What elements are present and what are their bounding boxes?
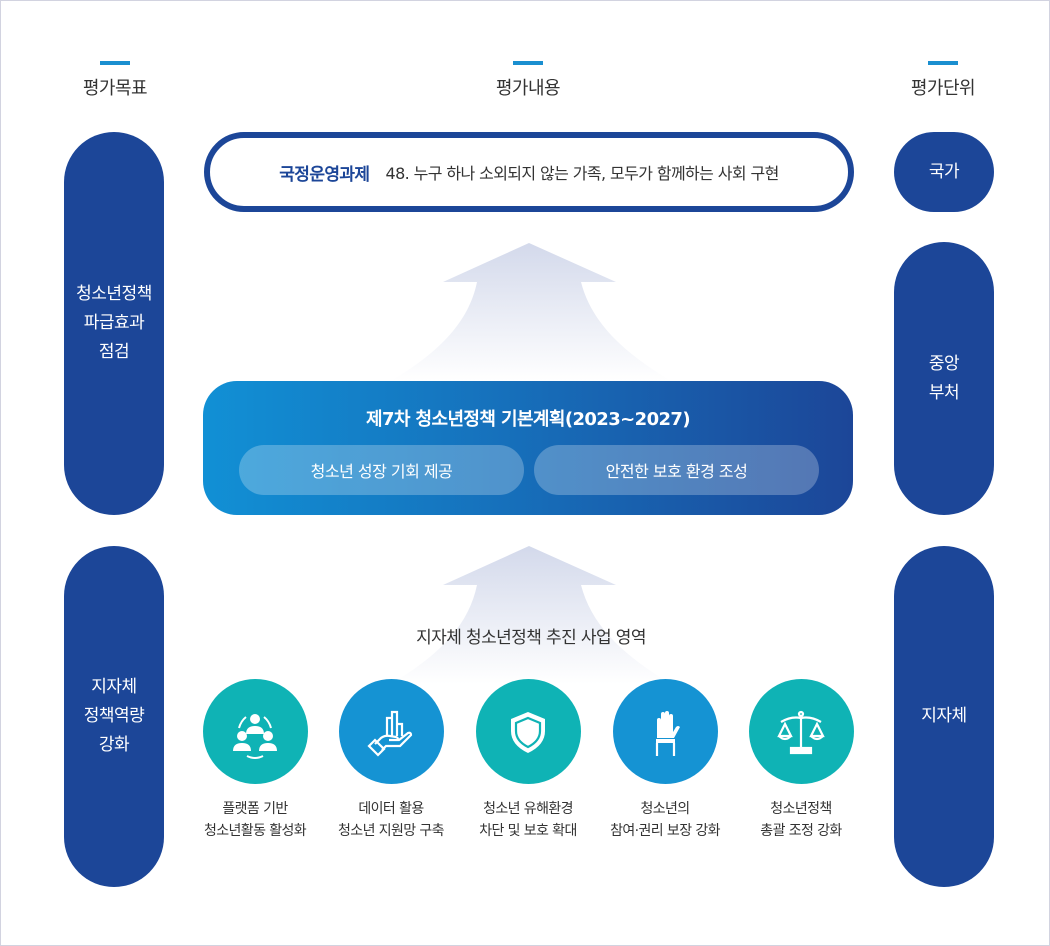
goal-line: 파급효과 xyxy=(83,313,145,333)
plan-goal-safety: 안전한 보호 환경 조성 xyxy=(534,445,819,495)
header-unit: 평가단위 xyxy=(883,61,1003,100)
raised-hand-icon xyxy=(612,679,718,784)
area-data-support: 데이터 활용 청소년 지원망 구축 xyxy=(316,679,466,842)
area-policy-coordination: 청소년정책 총괄 조정 강화 xyxy=(726,679,876,842)
header-goal-label: 평가목표 xyxy=(82,78,148,99)
basic-plan-box: 제7차 청소년정책 기본계획(2023~2027) 청소년 성장 기회 제공 안… xyxy=(203,381,853,515)
scales-icon xyxy=(748,679,854,784)
basic-plan-title: 제7차 청소년정책 기본계획(2023~2027) xyxy=(366,409,691,430)
goal-line: 점검 xyxy=(98,342,130,362)
goal-line: 지자체 xyxy=(91,677,137,697)
hand-chart-icon xyxy=(338,679,444,784)
header-accent-bar xyxy=(928,61,958,65)
goal-line: 강화 xyxy=(98,735,130,755)
area-caption-line: 청소년 지원망 구축 xyxy=(338,823,445,839)
unit-central-ministry: 중앙 부처 xyxy=(894,242,994,515)
area-caption-line: 총괄 조정 강화 xyxy=(760,823,842,839)
local-areas-title: 지자체 청소년정책 추진 사업 영역 xyxy=(416,628,646,648)
unit-line: 국가 xyxy=(928,161,960,182)
area-caption-line: 차단 및 보호 확대 xyxy=(479,823,577,839)
header-content-label: 평가내용 xyxy=(495,78,561,99)
unit-line: 지자체 xyxy=(921,706,967,726)
shield-icon xyxy=(475,679,581,784)
header-content: 평가내용 xyxy=(468,61,588,100)
national-task-box: 국정운영과제 48. 누구 하나 소외되지 않는 가족, 모두가 함께하는 사회… xyxy=(204,132,854,212)
unit-line: 부처 xyxy=(928,382,960,403)
area-caption-line: 데이터 활용 xyxy=(358,801,424,817)
people-network-icon xyxy=(202,679,308,784)
area-caption-line: 청소년의 xyxy=(640,801,690,817)
area-platform-activity: 플랫폼 기반 청소년활동 활성화 xyxy=(180,679,330,842)
header-goal: 평가목표 xyxy=(55,61,175,100)
header-accent-bar xyxy=(513,61,543,65)
area-caption-line: 청소년정책 xyxy=(770,801,832,817)
unit-nation: 국가 xyxy=(894,132,994,212)
goal-local-capacity: 지자체 정책역량 강화 xyxy=(64,546,164,887)
unit-line: 중앙 xyxy=(928,353,960,374)
up-arrow-icon xyxy=(391,243,671,381)
national-task-value: 48. 누구 하나 소외되지 않는 가족, 모두가 함께하는 사회 구현 xyxy=(385,164,779,183)
area-caption-line: 참여·권리 보장 강화 xyxy=(610,823,720,839)
goal-line: 청소년정책 xyxy=(76,284,152,304)
area-participation-rights: 청소년의 참여·권리 보장 강화 xyxy=(590,679,740,842)
area-caption-line: 플랫폼 기반 xyxy=(222,801,288,817)
goal-line: 정책역량 xyxy=(83,706,145,726)
area-harmful-environment: 청소년 유해환경 차단 및 보호 확대 xyxy=(453,679,603,842)
up-arrow-icon xyxy=(391,546,671,684)
plan-goal-growth: 청소년 성장 기회 제공 xyxy=(239,445,524,495)
national-task-label: 국정운영과제 xyxy=(279,164,370,185)
goal-policy-impact: 청소년정책 파급효과 점검 xyxy=(64,132,164,515)
area-caption-line: 청소년활동 활성화 xyxy=(203,823,307,839)
header-unit-label: 평가단위 xyxy=(910,78,976,99)
area-caption-line: 청소년 유해환경 xyxy=(483,801,573,817)
unit-local-government: 지자체 xyxy=(894,546,994,887)
header-accent-bar xyxy=(100,61,130,65)
